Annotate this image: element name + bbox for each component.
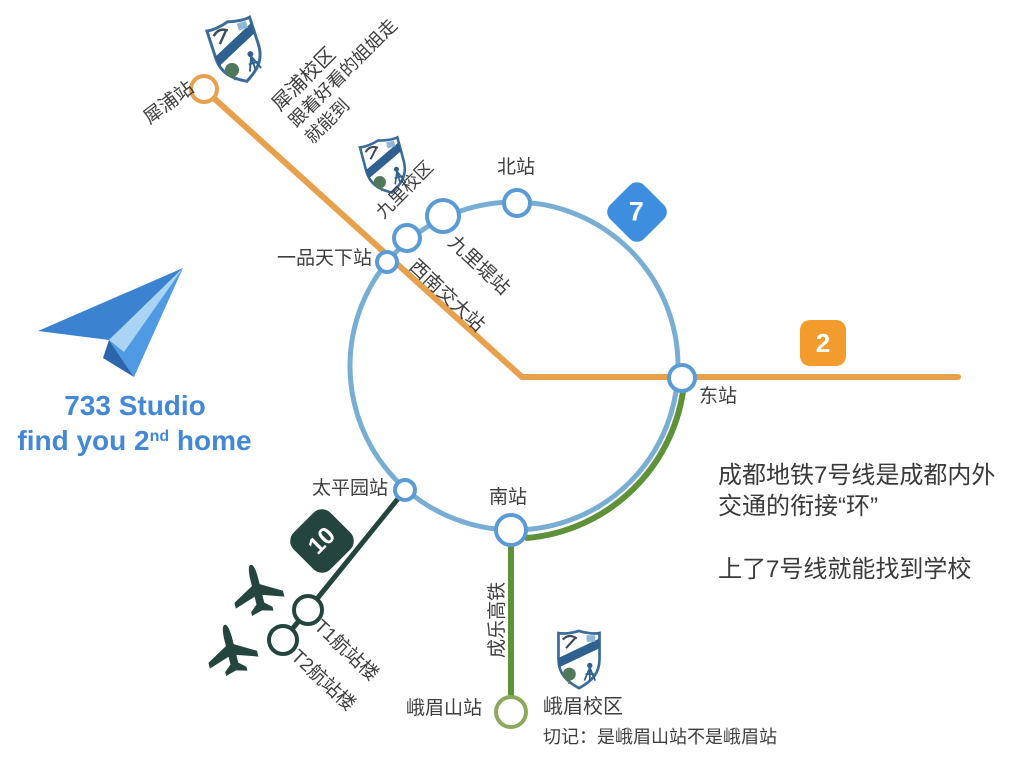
line-2-badge-label: 2	[815, 327, 831, 358]
line-7-badge-label: 7	[629, 196, 645, 227]
station-marker-east	[667, 363, 697, 393]
station-label-taipingyuan: 太平园站	[312, 478, 389, 499]
line-2-badge: 2	[800, 320, 846, 366]
station-marker-yipintianxia	[375, 250, 399, 274]
line7-tip: 上了7号线就能找到学校	[718, 554, 971, 585]
station-label-yipintianxia: 一品天下站	[277, 248, 373, 269]
station-marker-south	[494, 513, 528, 547]
paper-plane-logo-icon	[38, 268, 183, 377]
studio-logo-subtitle: find you 2nd home	[12, 425, 257, 457]
station-marker-t2	[267, 624, 299, 656]
university-badge-emei-icon	[557, 629, 601, 690]
station-marker-t1	[292, 594, 324, 626]
airplane-icon	[234, 564, 285, 616]
studio-logo-subtitle-suffix: home	[169, 425, 252, 456]
station-marker-jiulidi	[425, 198, 461, 234]
rail-label-chengle: 成乐高铁	[487, 581, 509, 658]
metro-line-2-path	[203, 88, 961, 380]
station-label-north: 北站	[497, 157, 536, 178]
station-marker-emeishan	[494, 695, 528, 729]
university-badge-xipu-icon	[204, 13, 270, 90]
line7-description: 成都地铁7号线是成都内外 交通的衔接“环”	[718, 460, 995, 522]
airplane-icon	[208, 624, 259, 676]
station-label-south: 南站	[489, 487, 528, 508]
studio-logo-subtitle-sup: nd	[149, 428, 170, 445]
station-label-east: 东站	[699, 386, 738, 407]
studio-logo-subtitle-prefix: find you 2	[17, 425, 150, 456]
line7-description-line2: 交通的衔接“环”	[718, 493, 878, 520]
line7-description-line1: 成都地铁7号线是成都内外	[718, 462, 996, 489]
chengle-rail-arc	[524, 381, 687, 541]
line7-tip-line: 上了7号线就能找到学校	[718, 556, 972, 583]
emei-campus-label: 峨眉校区	[543, 696, 623, 718]
studio-logo-title: 733 Studio	[64, 390, 206, 421]
station-marker-taipingyuan	[393, 478, 417, 502]
station-marker-north	[502, 188, 532, 218]
line-10-badge-label: 10	[302, 521, 341, 560]
station-marker-swjtu	[392, 223, 422, 253]
station-marker-xipu	[189, 74, 219, 104]
emei-campus-note: 切记：是峨眉山站不是峨眉站	[543, 727, 777, 747]
station-label-emeishan: 峨眉山站	[406, 698, 483, 719]
